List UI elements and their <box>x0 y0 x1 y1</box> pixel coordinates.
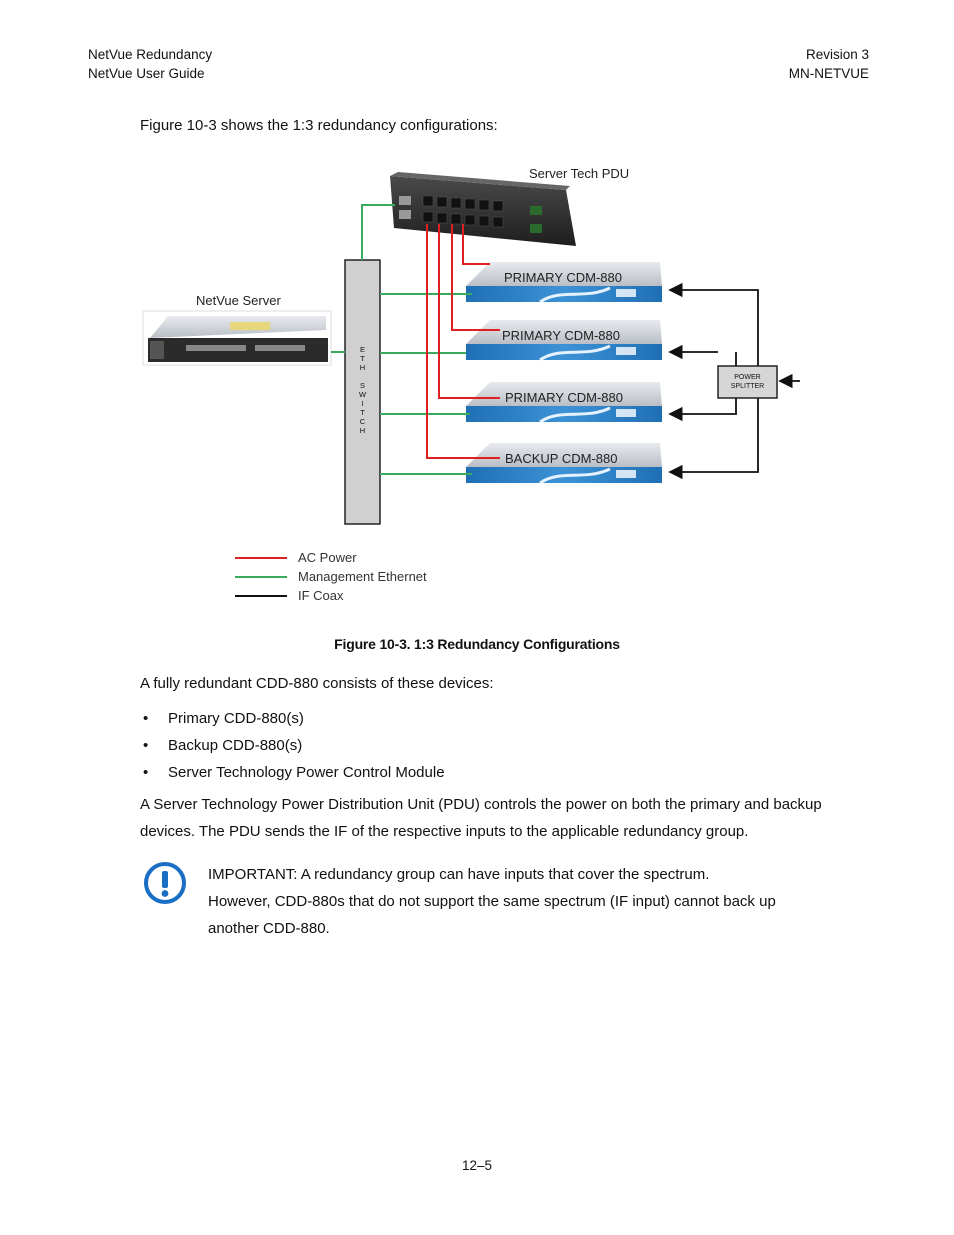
netvue-server: NetVue Server <box>142 293 332 366</box>
header-section-title: NetVue Redundancy <box>88 47 213 62</box>
unit-label: PRIMARY CDM-880 <box>504 270 622 285</box>
note-line-3: another CDD-880. <box>208 920 330 937</box>
note-line-2: However, CDD-880s that do not support th… <box>208 893 776 910</box>
unit-label: BACKUP CDM-880 <box>505 451 617 466</box>
header-doc-number: MN-NETVUE <box>788 66 869 81</box>
list-item: •Backup CDD-880(s) <box>140 732 445 759</box>
list-item: •Server Technology Power Control Module <box>140 759 445 786</box>
switch-letter: I <box>361 399 363 408</box>
note-line-1: IMPORTANT: A redundancy group can have i… <box>208 866 710 883</box>
legend-label: AC Power <box>298 550 357 565</box>
paragraph-devices-intro: A fully redundant CDD-880 consists of th… <box>140 675 494 692</box>
switch-letter: H <box>360 363 365 372</box>
redundancy-diagram: Server Tech PDU NetVue Server ETHSWITCH … <box>142 166 800 603</box>
splitter-label-1: POWER <box>734 374 760 381</box>
cdm-880-unit: PRIMARY CDM-880 <box>466 320 662 362</box>
page-number: 12–5 <box>461 1158 493 1173</box>
legend-label: IF Coax <box>298 588 344 603</box>
important-info-icon <box>144 862 186 904</box>
figure-caption: Figure 10-3. 1:3 Redundancy Configuratio… <box>334 636 620 652</box>
switch-letter: W <box>359 390 367 399</box>
header-revision: Revision 3 <box>805 47 869 62</box>
cdm-880-unit: BACKUP CDM-880 <box>466 443 662 485</box>
page-header-right: Revision 3 MN-NETVUE <box>789 45 869 83</box>
header-doc-title: NetVue User Guide <box>88 66 205 81</box>
switch-letter: C <box>360 417 366 426</box>
bullet-icon: • <box>143 737 149 754</box>
important-note: IMPORTANT: A redundancy group can have i… <box>208 861 848 942</box>
management-ethernet-lines <box>331 204 472 475</box>
bullet-icon: • <box>143 710 149 727</box>
device-list: •Primary CDD-880(s) •Backup CDD-880(s) •… <box>140 705 445 786</box>
switch-letter: S <box>360 381 365 390</box>
switch-letter: H <box>360 426 365 435</box>
splitter-label-2: SPLITTER <box>731 383 764 390</box>
page-header-left: NetVue Redundancy NetVue User Guide <box>88 45 212 83</box>
unit-label: PRIMARY CDM-880 <box>505 390 623 405</box>
ac-power-lines <box>426 224 500 459</box>
cdm-880-unit: PRIMARY CDM-880 <box>466 382 662 424</box>
switch-letter: T <box>360 354 365 363</box>
power-splitter: POWER SPLITTER <box>717 365 778 399</box>
unit-label: PRIMARY CDM-880 <box>502 328 620 343</box>
server-tech-pdu: Server Tech PDU <box>390 166 629 246</box>
bullet-icon: • <box>143 764 149 781</box>
intro-text: Figure 10-3 shows the 1:3 redundancy con… <box>140 117 498 134</box>
legend-label: Management Ethernet <box>298 569 427 584</box>
if-coax-lines <box>668 282 800 480</box>
pdu-label: Server Tech PDU <box>529 166 629 181</box>
server-label: NetVue Server <box>196 293 281 308</box>
list-item: •Primary CDD-880(s) <box>140 705 445 732</box>
switch-letter: E <box>360 345 365 354</box>
paragraph-pdu: A Server Technology Power Distribution U… <box>140 796 822 840</box>
cdm-880-unit: PRIMARY CDM-880 <box>466 262 662 304</box>
switch-letter: T <box>360 408 365 417</box>
